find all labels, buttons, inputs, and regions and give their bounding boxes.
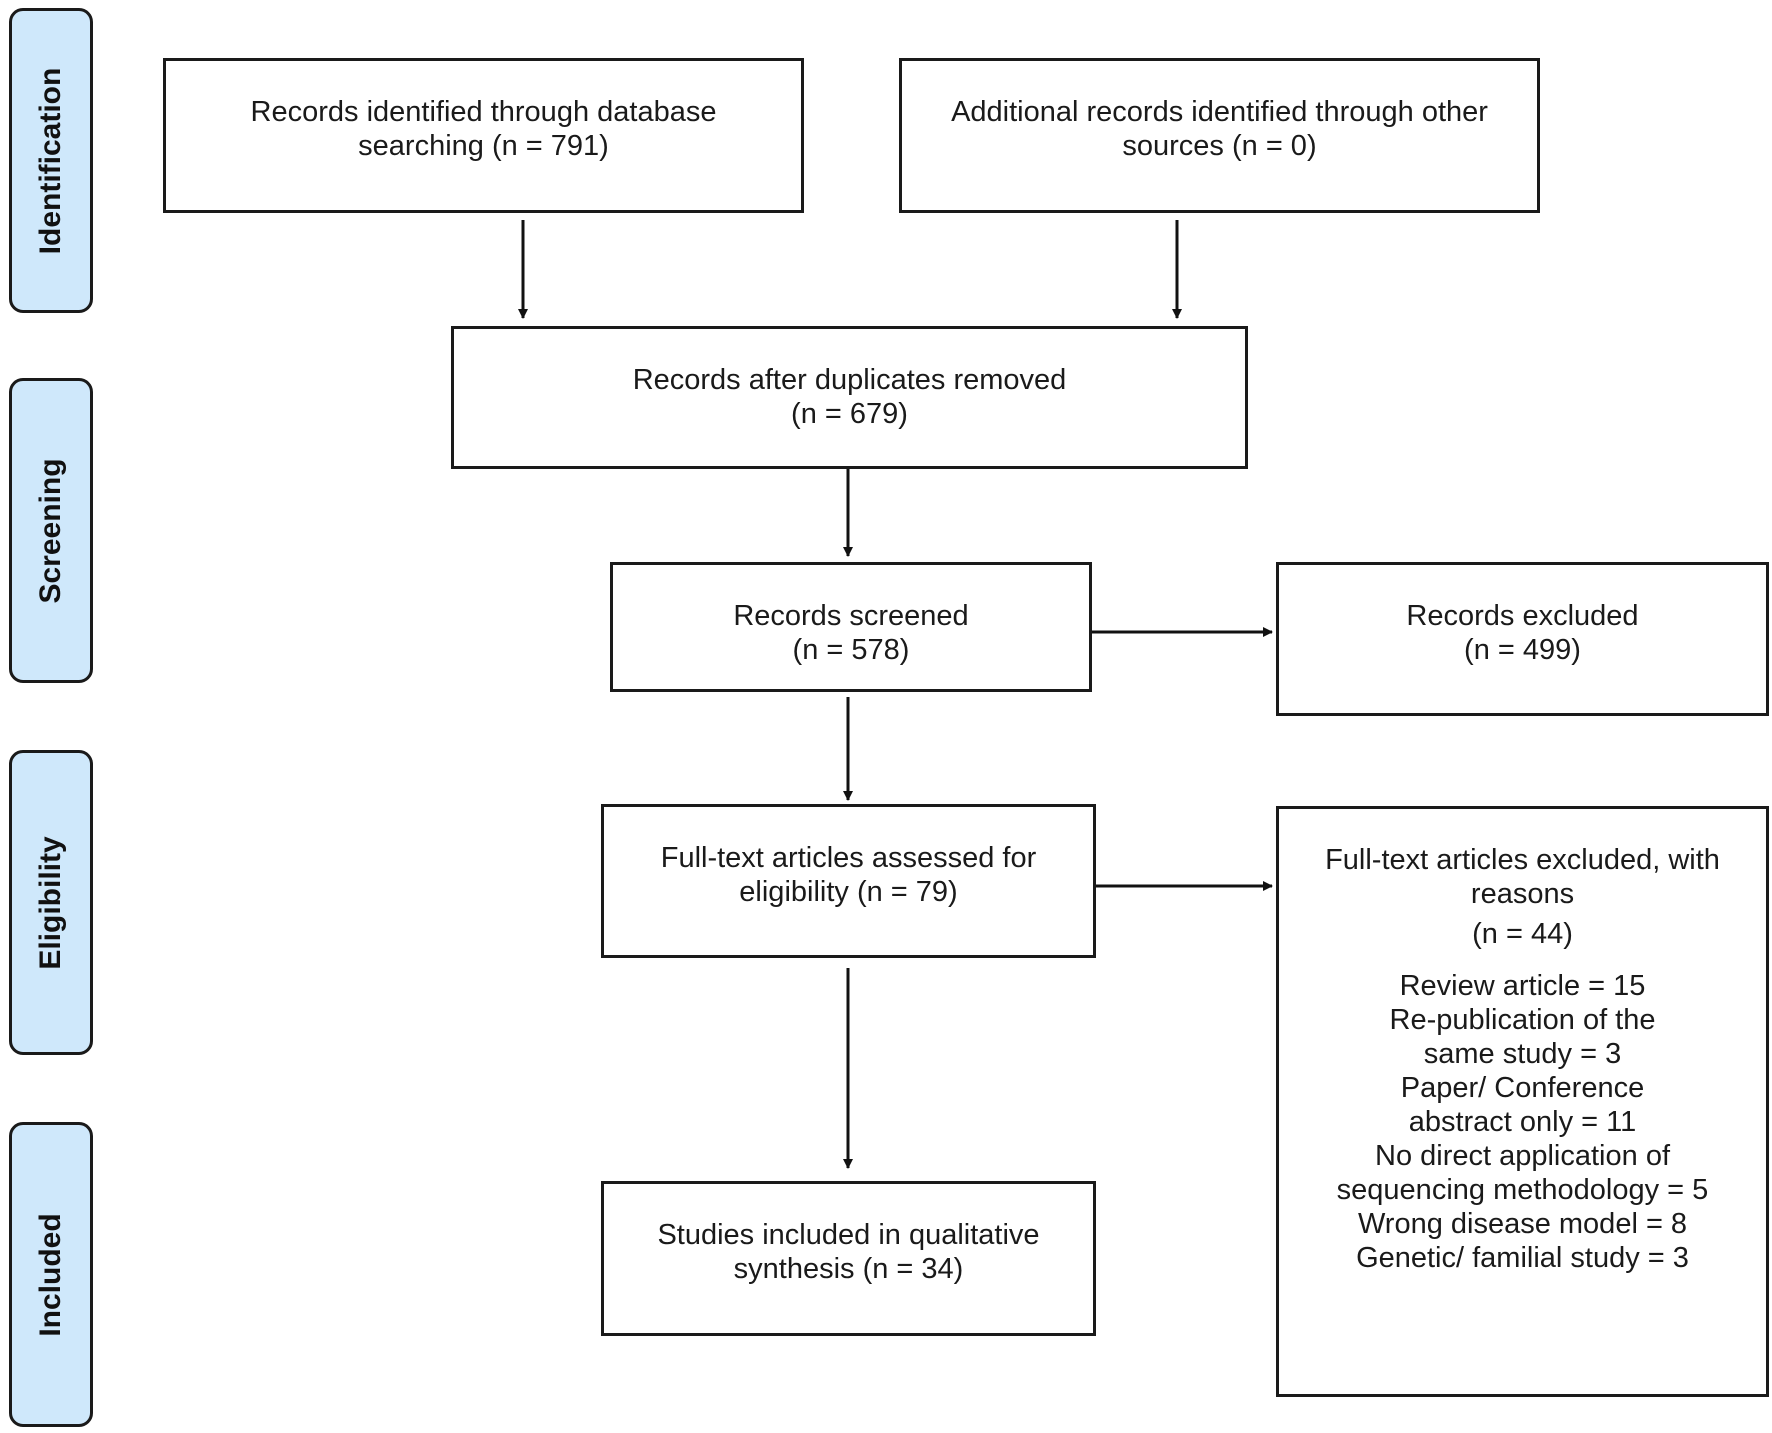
records-excluded-text: Records excluded bbox=[1406, 600, 1639, 632]
exclusion-reason: Genetic/ familial study = 3 bbox=[1356, 1242, 1689, 1274]
phase-identification: Identification bbox=[9, 8, 93, 313]
box-other-sources: Additional records identified through ot… bbox=[899, 58, 1540, 213]
records-screened-count: (n = 578) bbox=[792, 634, 910, 666]
phase-eligibility: Eligibility bbox=[9, 750, 93, 1055]
phase-included: Included bbox=[9, 1122, 93, 1427]
after-duplicates-count: (n = 679) bbox=[791, 398, 908, 430]
box-records-excluded: Records excluded (n = 499) bbox=[1276, 562, 1769, 716]
database-records-text: Records identified through database sear… bbox=[250, 96, 717, 162]
other-sources-text: Additional records identified through ot… bbox=[951, 96, 1488, 162]
exclusion-reason: Re-publication of the same study = 3 bbox=[1389, 1004, 1656, 1070]
studies-included-text: Studies included in qualitative synthesi… bbox=[657, 1219, 1040, 1285]
exclusion-reason: Wrong disease model = 8 bbox=[1357, 1208, 1688, 1240]
exclusion-reason: No direct application of sequencing meth… bbox=[1336, 1140, 1709, 1206]
box-fulltext-excluded: Full-text articles excluded, with reason… bbox=[1276, 806, 1769, 1397]
fulltext-excluded-text: Full-text articles excluded, with reason… bbox=[1325, 844, 1720, 910]
exclusion-reasons-list: Review article = 15 Re-publication of th… bbox=[1279, 969, 1766, 1275]
box-records-screened: Records screened (n = 578) bbox=[610, 562, 1092, 692]
box-fulltext-assessed: Full-text articles assessed for eligibil… bbox=[601, 804, 1096, 958]
exclusion-reason: Review article = 15 bbox=[1399, 970, 1646, 1002]
box-after-duplicates: Records after duplicates removed (n = 67… bbox=[451, 326, 1248, 469]
box-database-records: Records identified through database sear… bbox=[163, 58, 804, 213]
fulltext-excluded-count: (n = 44) bbox=[1472, 918, 1573, 950]
fulltext-assessed-text: Full-text articles assessed for eligibil… bbox=[660, 842, 1037, 908]
box-studies-included: Studies included in qualitative synthesi… bbox=[601, 1181, 1096, 1336]
phase-screening: Screening bbox=[9, 378, 93, 683]
records-excluded-count: (n = 499) bbox=[1464, 634, 1581, 666]
after-duplicates-text: Records after duplicates removed bbox=[632, 364, 1067, 396]
records-screened-text: Records screened bbox=[733, 600, 969, 632]
exclusion-reason: Paper/ Conference abstract only = 11 bbox=[1400, 1072, 1645, 1138]
